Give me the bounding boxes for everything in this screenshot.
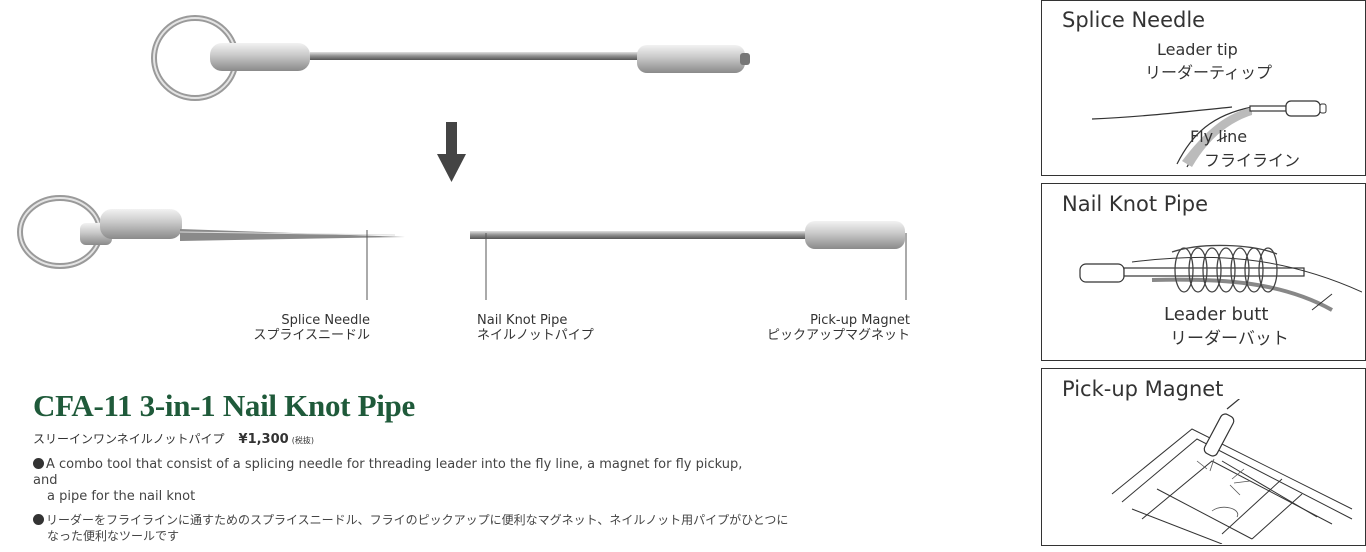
down-arrow-icon — [437, 122, 466, 182]
bullet-en-line2: a pipe for the nail knot — [47, 489, 196, 504]
magnet-tip — [740, 53, 750, 65]
bullet-ja-line2: なった便利なツールです — [47, 529, 180, 543]
description-bullet-ja: リーダーをフライラインに通すためのスプライスニードル、フライのピックアップに便利… — [33, 512, 833, 544]
tax-note: (税抜) — [291, 436, 314, 445]
handle-right — [637, 45, 745, 73]
description-bullet-en: A combo tool that consist of a splicing … — [33, 457, 753, 505]
nail-knot-diagram — [1079, 244, 1362, 312]
nail-panel-title: Nail Knot Pipe — [1062, 192, 1209, 216]
assembled-tool-photo — [151, 15, 750, 101]
leader-butt-label-ja: リーダーバット — [1170, 329, 1289, 349]
magnet-handle — [805, 221, 905, 249]
bullet-ja-line1: リーダーをフライラインに通すためのスプライスニードル、フライのピックアップに便利… — [46, 513, 789, 527]
splice-panel-title: Splice Needle — [1062, 8, 1206, 32]
nail-knot-pipe-rod — [470, 231, 810, 239]
bullet-icon — [33, 458, 44, 469]
pickup-magnet-label-ja: ピックアップマグネット — [766, 328, 910, 343]
fly-line-label-ja: フライライン — [1204, 151, 1301, 170]
pickup-magnet-callout: Pick-up Magnet ピックアップマグネット — [720, 313, 910, 343]
leader-tip-label-en: Leader tip — [1157, 40, 1238, 59]
product-name-ja: スリーインワンネイルノットパイプ — [33, 432, 225, 446]
fly-line-label-en: Fly line — [1190, 127, 1248, 146]
splice-needle-panel: Splice Needle Leader tip リーダーティップ Fly li… — [1041, 0, 1366, 176]
product-price: ¥1,300 — [238, 432, 289, 447]
splice-needle-label-en: Splice Needle — [281, 313, 370, 328]
nail-knot-pipe-callout: Nail Knot Pipe ネイルノットパイプ — [477, 313, 637, 343]
nail-knot-pipe-panel: Nail Knot Pipe Leader butt リーダーバット — [1041, 183, 1366, 361]
splice-needle — [180, 229, 405, 241]
needle-handle — [100, 209, 182, 239]
leader-butt-label-en: Leader butt — [1164, 304, 1269, 325]
bullet-icon — [33, 514, 44, 525]
splice-needle-label-ja: スプライスニードル — [253, 328, 370, 343]
pickup-magnet-diagram — [1111, 399, 1353, 544]
splice-diagram — [1091, 100, 1327, 168]
bullet-en-line1: A combo tool that consist of a splicing … — [33, 457, 743, 488]
pipe-rod — [310, 52, 640, 60]
pickup-magnet-panel: Pick-up Magnet — [1041, 368, 1366, 546]
magnet-panel-title: Pick-up Magnet — [1062, 377, 1224, 401]
disassembled-parts-photo — [17, 195, 907, 300]
product-title: CFA-11 3-in-1 Nail Knot Pipe — [33, 388, 415, 423]
handle-left — [210, 43, 310, 71]
leader-tip-label-ja: リーダーティップ — [1145, 63, 1273, 82]
nail-knot-pipe-label-en: Nail Knot Pipe — [477, 313, 568, 328]
product-subtitle: スリーインワンネイルノットパイプ ¥1,300(税抜) — [33, 430, 314, 447]
splice-needle-callout: Splice Needle スプライスニードル — [220, 313, 370, 343]
nail-knot-pipe-label-ja: ネイルノットパイプ — [477, 328, 594, 343]
pickup-magnet-label-en: Pick-up Magnet — [810, 313, 910, 328]
